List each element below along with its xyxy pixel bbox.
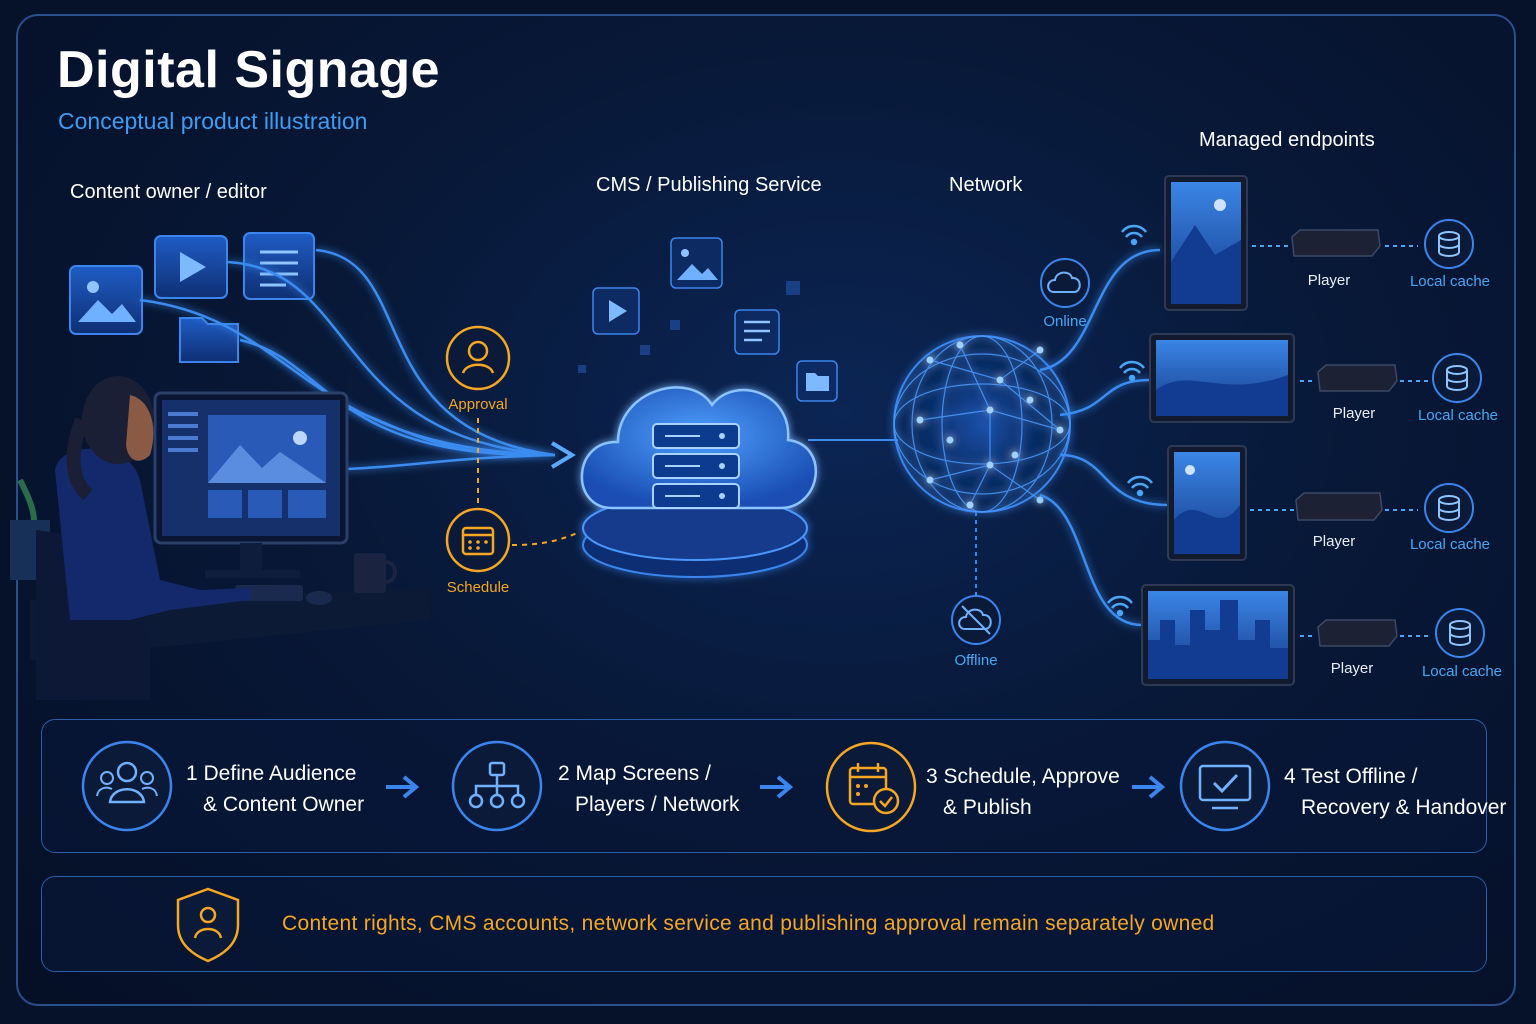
ownership-note-panel (41, 876, 1487, 972)
users-icon (81, 740, 173, 832)
step-arrow-2 (760, 775, 794, 799)
step-1: 1 Define Audience & Content Owner (186, 758, 364, 820)
portrait-screen-1 (1164, 175, 1248, 311)
approval-label: Approval (448, 396, 508, 413)
online-cloud-icon (1040, 258, 1090, 308)
section-label-owner: Content owner / editor (70, 181, 267, 203)
portrait-screen-3 (1167, 445, 1247, 561)
player-label-2: Player (1332, 405, 1376, 422)
cms-cloud-icon (580, 386, 818, 578)
step-arrow-3 (1132, 775, 1166, 799)
online-label: Online (1043, 313, 1087, 330)
step-3: 3 Schedule, Approve & Publish (926, 761, 1120, 823)
step-3-line2: & Publish (943, 796, 1032, 819)
player-label-3: Player (1312, 533, 1356, 550)
schedule-link-dashed (511, 531, 581, 546)
step-2: 2 Map Screens / Players / Network (558, 758, 740, 820)
image-file-icon (69, 265, 143, 335)
landscape-screen-4 (1141, 584, 1295, 686)
monitor-check-icon (1179, 740, 1271, 832)
step-1-line1: 1 Define Audience (186, 762, 357, 785)
video-file-icon (154, 235, 228, 299)
approval-gate-icon (445, 325, 511, 391)
section-label-network: Network (949, 174, 1023, 196)
section-label-cms: CMS / Publishing Service (596, 174, 822, 196)
step-4: 4 Test Offline / Recovery & Handover (1284, 761, 1506, 823)
page-subtitle: Conceptual product illustration (58, 108, 368, 134)
wifi-icon (1107, 224, 1153, 617)
offline-label: Offline (954, 652, 998, 669)
section-label-endpoints: Managed endpoints (1199, 129, 1375, 151)
network-globe-icon (893, 335, 1071, 513)
endpoint-dashed-links (1250, 245, 1430, 637)
step-2-line1: 2 Map Screens / (558, 762, 711, 785)
cms-folder-icon (796, 360, 838, 402)
schedule-label: Schedule (446, 579, 510, 596)
step-4-line1: 4 Test Offline / (1284, 765, 1418, 788)
step-3-line1: 3 Schedule, Approve (926, 765, 1120, 788)
step-1-line2: & Content Owner (203, 793, 365, 816)
media-player-icon (1291, 229, 1398, 647)
cms-video-icon (592, 287, 640, 335)
step-arrow-1 (386, 775, 420, 799)
cache-label-1: Local cache (1409, 273, 1491, 290)
local-cache-icon (1424, 219, 1485, 658)
ownership-note-text: Content rights, CMS accounts, network se… (282, 912, 1215, 935)
cache-label-2: Local cache (1417, 407, 1499, 424)
cache-label-4: Local cache (1421, 663, 1503, 680)
hierarchy-icon (451, 740, 543, 832)
flow-arrow-head (550, 441, 576, 469)
cms-image-icon (670, 237, 723, 289)
step-4-line2: Recovery & Handover (1301, 796, 1507, 819)
player-label-1: Player (1307, 272, 1351, 289)
endpoint-branch-lines (1039, 248, 1169, 627)
offline-cloud-icon (951, 595, 1001, 645)
document-file-icon (243, 232, 315, 300)
step-2-line2: Players / Network (575, 793, 740, 816)
cache-label-3: Local cache (1409, 536, 1491, 553)
schedule-gate-icon (445, 507, 511, 573)
editor-person-illustration (10, 376, 430, 700)
calendar-check-icon (825, 741, 917, 833)
player-label-4: Player (1330, 660, 1374, 677)
content-flow-lines (139, 248, 556, 472)
shield-user-icon (176, 887, 240, 963)
cms-document-icon (734, 309, 780, 355)
page-title: Digital Signage (57, 41, 441, 99)
folder-icon (179, 317, 239, 363)
landscape-screen-2 (1149, 333, 1295, 423)
